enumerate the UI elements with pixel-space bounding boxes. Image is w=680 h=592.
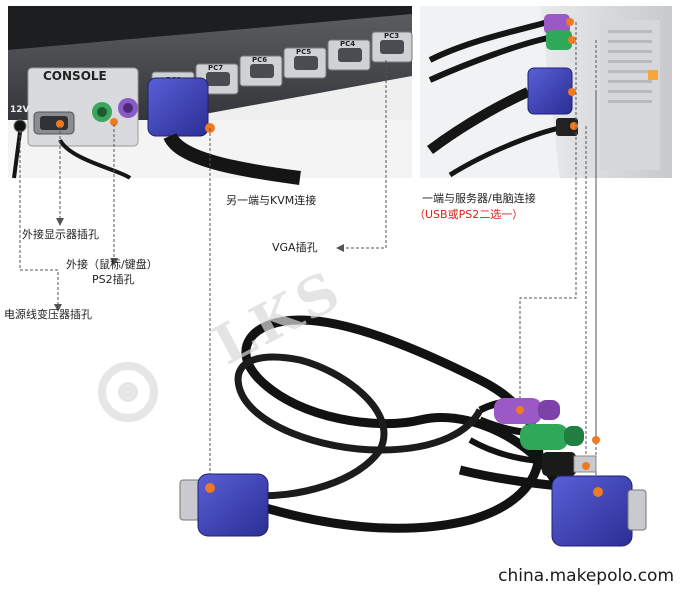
- brand-logo-watermark: [98, 362, 158, 422]
- callout-usb-ps2: （USB或PS2二选一）: [414, 208, 524, 221]
- callout-arrowheads: [54, 218, 344, 312]
- vga-plug-kvm-side: [147, 77, 209, 137]
- callout-ps2-port-line2: PS2插孔: [92, 273, 135, 286]
- kvm-cable: [179, 315, 647, 547]
- callout-monitor-port: 外接显示器插孔: [22, 228, 99, 241]
- usb-connector: [542, 452, 576, 476]
- ps2-purple-plug-pc: [544, 14, 570, 34]
- ps2-green-plug-pc: [546, 30, 572, 50]
- callout-ps2-port-line1: 外接（鼠标/键盘）: [66, 258, 158, 271]
- callout-vga-port: VGA插孔: [272, 241, 318, 254]
- port-label: PC4: [340, 40, 355, 48]
- pc-rear-photo: [420, 6, 672, 178]
- callout-kvm-end: 另一端与KVM连接: [226, 194, 317, 207]
- callout-power-port: 电源线变压器插孔: [4, 308, 92, 321]
- ps2-green-connector: [520, 424, 568, 450]
- vga-connector-right: [551, 475, 633, 547]
- kvm-panel-photo: CONSOLE 12V PC8 PC7 PC6 PC5 P: [8, 6, 413, 185]
- port-label: PC3: [384, 32, 399, 40]
- port-label: PC7: [208, 64, 223, 72]
- callout-server-end: 一端与服务器/电脑连接: [422, 192, 536, 205]
- console-label: CONSOLE: [43, 69, 107, 83]
- power-label: 12V: [10, 105, 30, 115]
- port-label: PC5: [296, 48, 311, 56]
- source-site: china.makepolo.com: [498, 566, 674, 586]
- vga-plug-pc-side: [527, 67, 573, 115]
- vga-connector-left: [197, 473, 269, 537]
- port-label: PC6: [252, 56, 267, 64]
- callout-lines: [19, 22, 597, 490]
